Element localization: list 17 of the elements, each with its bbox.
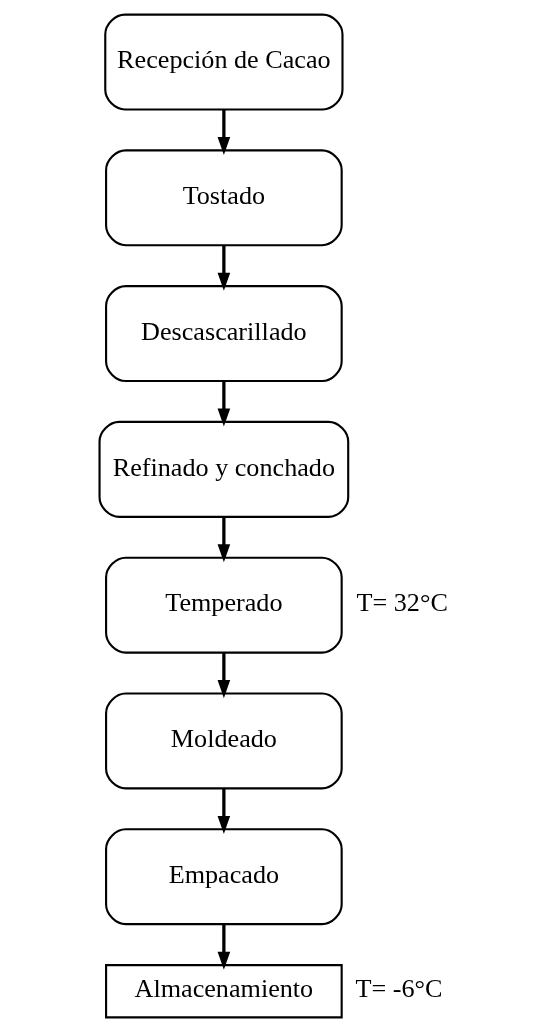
arrow	[217, 517, 231, 563]
node-box: Descascarillado	[105, 285, 343, 383]
node-box: Almacenamiento	[105, 964, 343, 1019]
node-box: Temperado	[105, 556, 343, 654]
node-box: Refinado y conchado	[98, 420, 350, 518]
node-box: Recepción de Cacao	[104, 13, 344, 111]
arrow	[217, 381, 231, 427]
arrow	[217, 924, 231, 970]
arrow	[217, 788, 231, 834]
node-label: T= -6°C	[355, 974, 443, 1004]
node-label: T= 32°C	[356, 588, 448, 618]
arrow	[217, 245, 231, 291]
arrow	[217, 653, 231, 699]
node-box: Moldeado	[105, 692, 343, 790]
node-box: Empacado	[105, 828, 343, 926]
arrow	[217, 110, 231, 156]
node-box: Tostado	[105, 149, 343, 247]
